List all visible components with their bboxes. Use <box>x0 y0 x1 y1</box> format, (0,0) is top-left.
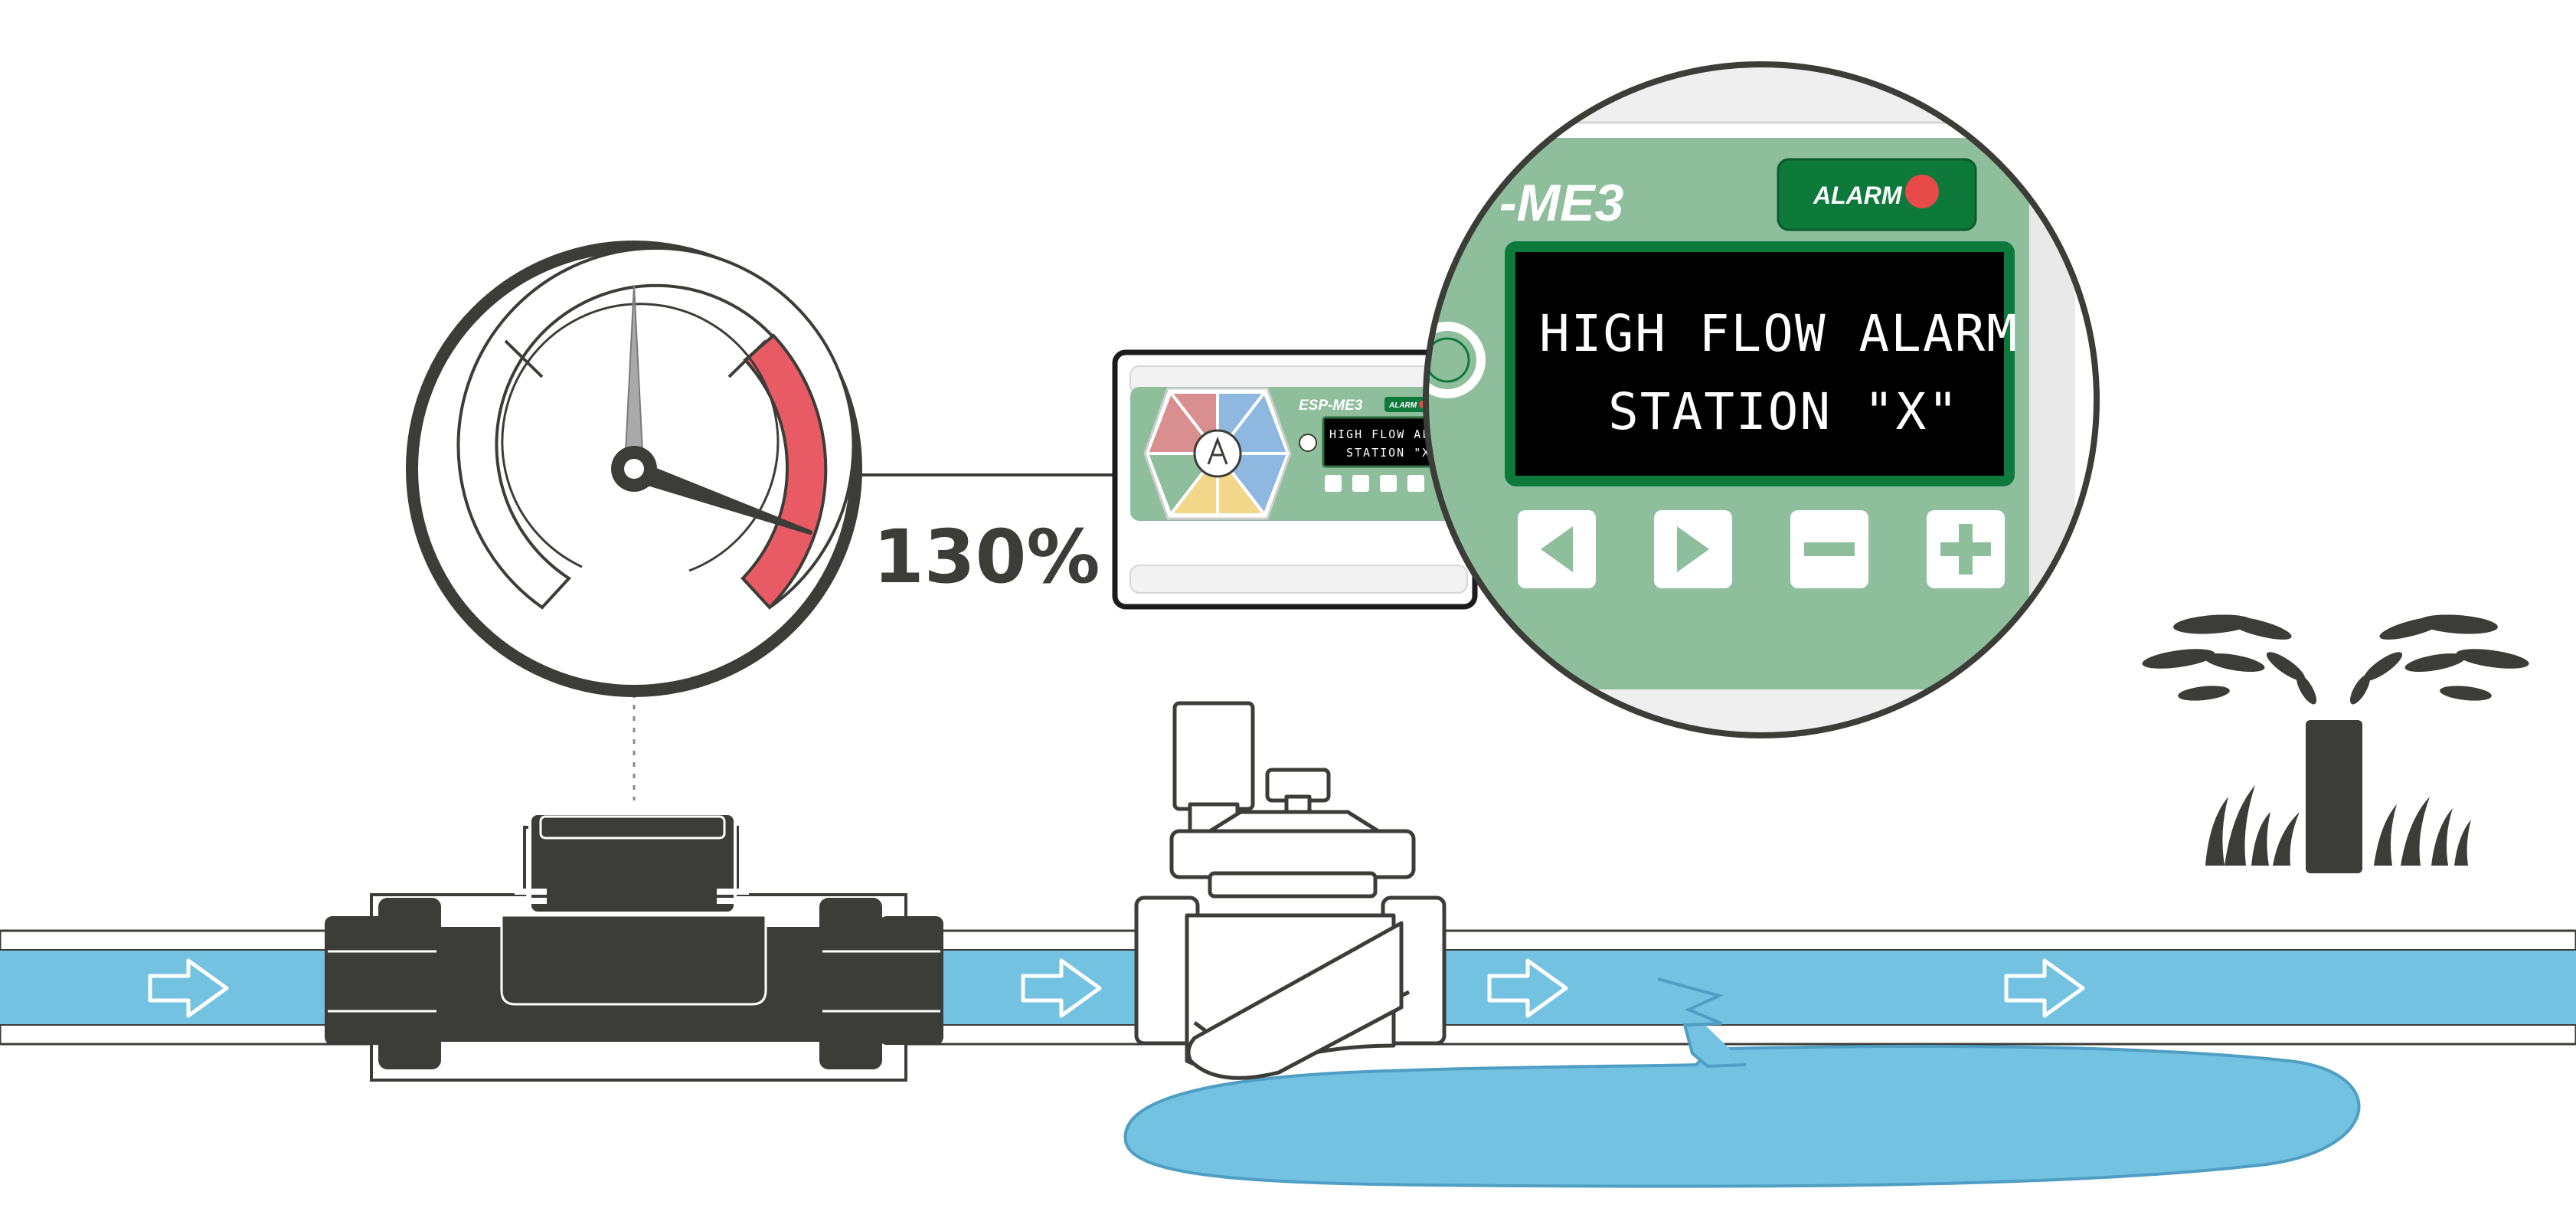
flow-arrow-icon <box>1021 958 1102 1018</box>
controller-thumbnail-line1: HIGH FLOW ALARM <box>1329 427 1456 441</box>
flow-arrow-icon <box>1487 958 1568 1018</box>
flow-gauge <box>406 241 862 697</box>
controller-thumbnail: ESP-ME3 ALARM HIGH FLOW ALARM STATION "X… <box>1112 349 1478 610</box>
flow-arrows <box>148 958 2085 1018</box>
gauge-reading: 130% <box>873 514 1100 600</box>
controller-zoom-lens: -ME3 ALARM HIGH FLOW ALARM STATION "X" <box>1423 61 2100 738</box>
controller-thumbnail-line2: STATION "X" <box>1346 446 1439 460</box>
pipe-crack <box>1657 977 1747 1069</box>
minus-icon <box>1804 542 1855 556</box>
sprinkler-icon <box>2142 614 2529 873</box>
lcd-line1: HIGH FLOW ALARM <box>1539 304 2019 363</box>
controller-buttons <box>1518 510 2005 588</box>
lcd-display <box>1505 241 2015 486</box>
controller-dial <box>1143 387 1292 520</box>
flow-arrow-icon <box>148 958 229 1018</box>
flow-arrow-icon <box>2004 958 2085 1018</box>
lcd-line2: STATION "X" <box>1608 382 1960 441</box>
solenoid-valve <box>1134 701 1447 1080</box>
controller-thumbnail-model: ESP-ME3 <box>1299 398 1363 414</box>
alarm-label: ALARM <box>1813 182 1903 209</box>
controller-thumbnail-alarm-label: ALARM <box>1388 401 1417 410</box>
left-arrow-icon <box>1541 526 1573 572</box>
right-arrow-icon <box>1677 526 1709 572</box>
alarm-light-icon <box>1905 175 1939 208</box>
flow-sensor <box>325 812 943 1082</box>
zoom-model-title: -ME3 <box>1499 174 1624 232</box>
leak-puddle <box>1123 977 2361 1188</box>
